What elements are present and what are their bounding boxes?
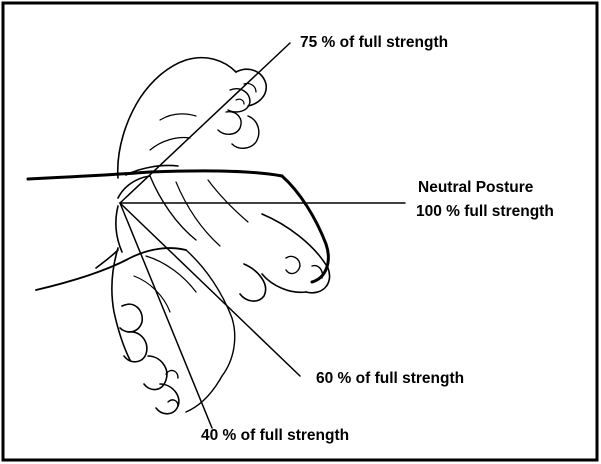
label-100-percent: 100 % full strength <box>416 202 554 222</box>
label-60-percent: 60 % of full strength <box>316 369 464 389</box>
figure-frame <box>3 3 597 460</box>
label-neutral-posture: Neutral Posture <box>418 178 533 198</box>
label-75-percent: 75 % of full strength <box>300 33 448 53</box>
label-40-percent: 40 % of full strength <box>201 426 349 446</box>
